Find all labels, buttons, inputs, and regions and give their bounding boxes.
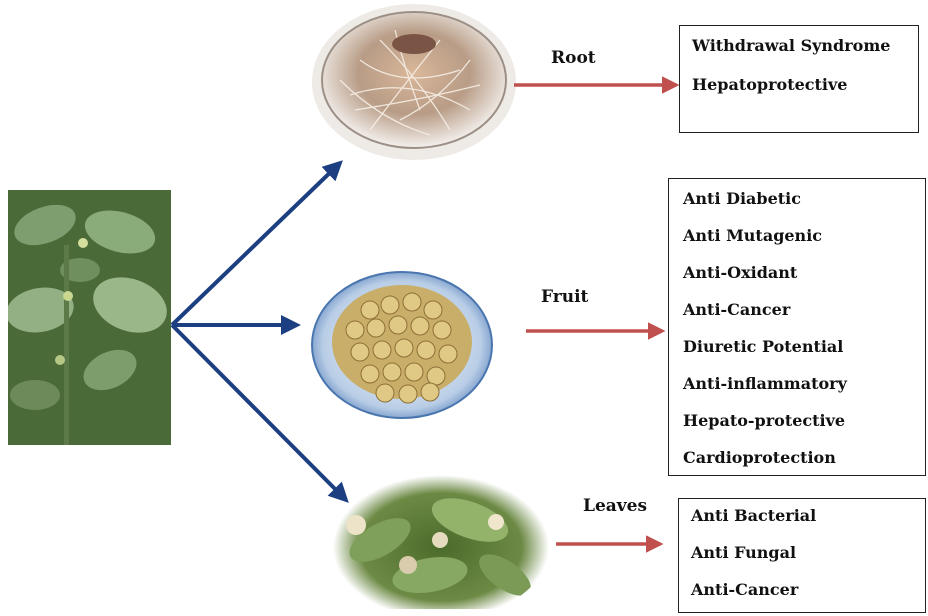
leaves-label: Leaves bbox=[583, 496, 647, 516]
fruit-effect-item: Anti-Cancer bbox=[683, 299, 925, 336]
fruit-effect-item: Diuretic Potential bbox=[683, 336, 925, 373]
root-effects-box: Withdrawal Syndrome Hepatoprotective bbox=[679, 25, 919, 133]
leaves-effect-item: Anti-Cancer bbox=[691, 579, 925, 616]
fruit-effect-item: Anti Mutagenic bbox=[683, 225, 925, 262]
arrow-to-root bbox=[172, 163, 340, 325]
fruit-label: Fruit bbox=[541, 287, 588, 307]
leaves-photo bbox=[333, 475, 549, 609]
leaves-effects-box: Anti Bacterial Anti Fungal Anti-Cancer bbox=[678, 498, 926, 613]
leaves-effect-item: Anti Fungal bbox=[691, 542, 925, 579]
fruit-effect-item: Anti-Oxidant bbox=[683, 262, 925, 299]
fruit-effect-item: Hepato-protective bbox=[683, 410, 925, 447]
fruit-effect-item: Anti Diabetic bbox=[683, 188, 925, 225]
leaves-effect-item: Anti Bacterial bbox=[691, 505, 925, 542]
root-label: Root bbox=[551, 48, 596, 68]
root-effect-item: Withdrawal Syndrome bbox=[692, 34, 918, 73]
root-photo bbox=[312, 4, 516, 160]
plant-photo bbox=[3, 190, 175, 445]
root-effect-item: Hepatoprotective bbox=[692, 73, 918, 112]
fruit-photo bbox=[312, 272, 492, 418]
fruit-effects-box: Anti Diabetic Anti Mutagenic Anti-Oxidan… bbox=[668, 178, 926, 476]
fruit-effect-item: Cardioprotection bbox=[683, 447, 925, 484]
fruit-effect-item: Anti-inflammatory bbox=[683, 373, 925, 410]
